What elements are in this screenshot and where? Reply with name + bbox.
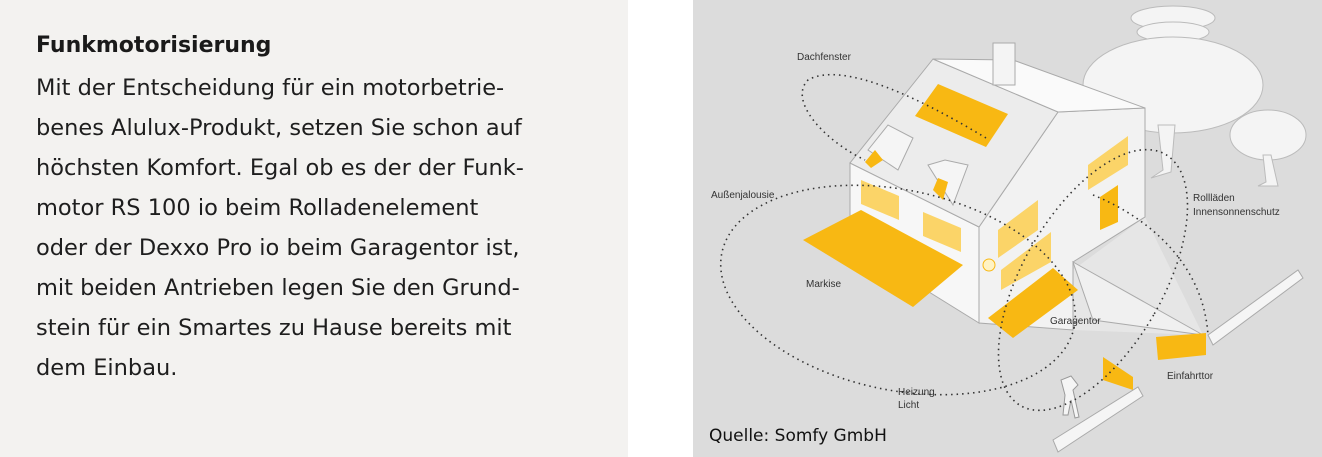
dormer-blind bbox=[933, 178, 948, 200]
body-text: Mit der Entscheidung für ein motorbetrie… bbox=[36, 68, 616, 388]
label-aussenjalousie: Außenjalousie bbox=[711, 190, 775, 201]
awning bbox=[803, 210, 963, 307]
label-garagentor: Garagentor bbox=[1050, 316, 1101, 327]
window-blind bbox=[1001, 232, 1051, 290]
body-line: mit beiden Antrieben legen Sie den Grund… bbox=[36, 275, 520, 301]
house-diagram: Dachfenster Außenjalousie Markise Rolllä… bbox=[711, 5, 1307, 453]
body-line: benes Alulux-Produkt, setzen Sie schon a… bbox=[36, 115, 522, 141]
label-rolllaeden: Rollläden bbox=[1193, 193, 1235, 204]
window-blind bbox=[861, 180, 899, 220]
body-line: dem Einbau. bbox=[36, 355, 178, 381]
label-innensonnenschutz: Innensonnenschutz bbox=[1193, 207, 1280, 218]
body-line: Mit der Entscheidung für ein motorbetrie… bbox=[36, 75, 505, 101]
smart-home-illustration: Dachfenster Außenjalousie Markise Rolllä… bbox=[693, 0, 1322, 457]
window-blind bbox=[1088, 136, 1128, 190]
label-dachfenster: Dachfenster bbox=[797, 52, 852, 63]
label-markise: Markise bbox=[806, 279, 841, 290]
dormer-blind bbox=[865, 150, 883, 168]
garage-door bbox=[988, 268, 1078, 338]
label-einfahrttor: Einfahrttor bbox=[1167, 371, 1214, 382]
body-line: motor RS 100 io beim Rolladenelement bbox=[36, 195, 479, 221]
window-blind bbox=[923, 212, 961, 252]
heading: Funkmotorisierung bbox=[36, 33, 272, 58]
roof-window bbox=[915, 84, 1008, 147]
door bbox=[1100, 185, 1118, 230]
person-icon bbox=[1060, 375, 1080, 419]
body-line: höchsten Komfort. Egal ob es der der Fun… bbox=[36, 155, 524, 181]
gate bbox=[1156, 333, 1206, 360]
motorized-elements bbox=[803, 84, 1206, 390]
label-licht: Licht bbox=[898, 400, 919, 411]
label-heizung: Heizung bbox=[898, 387, 935, 398]
body-line: stein für ein Smartes zu Hause bereits m… bbox=[36, 315, 512, 341]
text-panel: Funkmotorisierung Mit der Entscheidung f… bbox=[0, 0, 628, 457]
fence bbox=[1052, 269, 1304, 453]
image-source: Quelle: Somfy GmbH bbox=[709, 426, 887, 446]
window-blind bbox=[998, 200, 1038, 258]
gate bbox=[1103, 357, 1133, 390]
body-line: oder der Dexxo Pro io beim Garagentor is… bbox=[36, 235, 520, 261]
